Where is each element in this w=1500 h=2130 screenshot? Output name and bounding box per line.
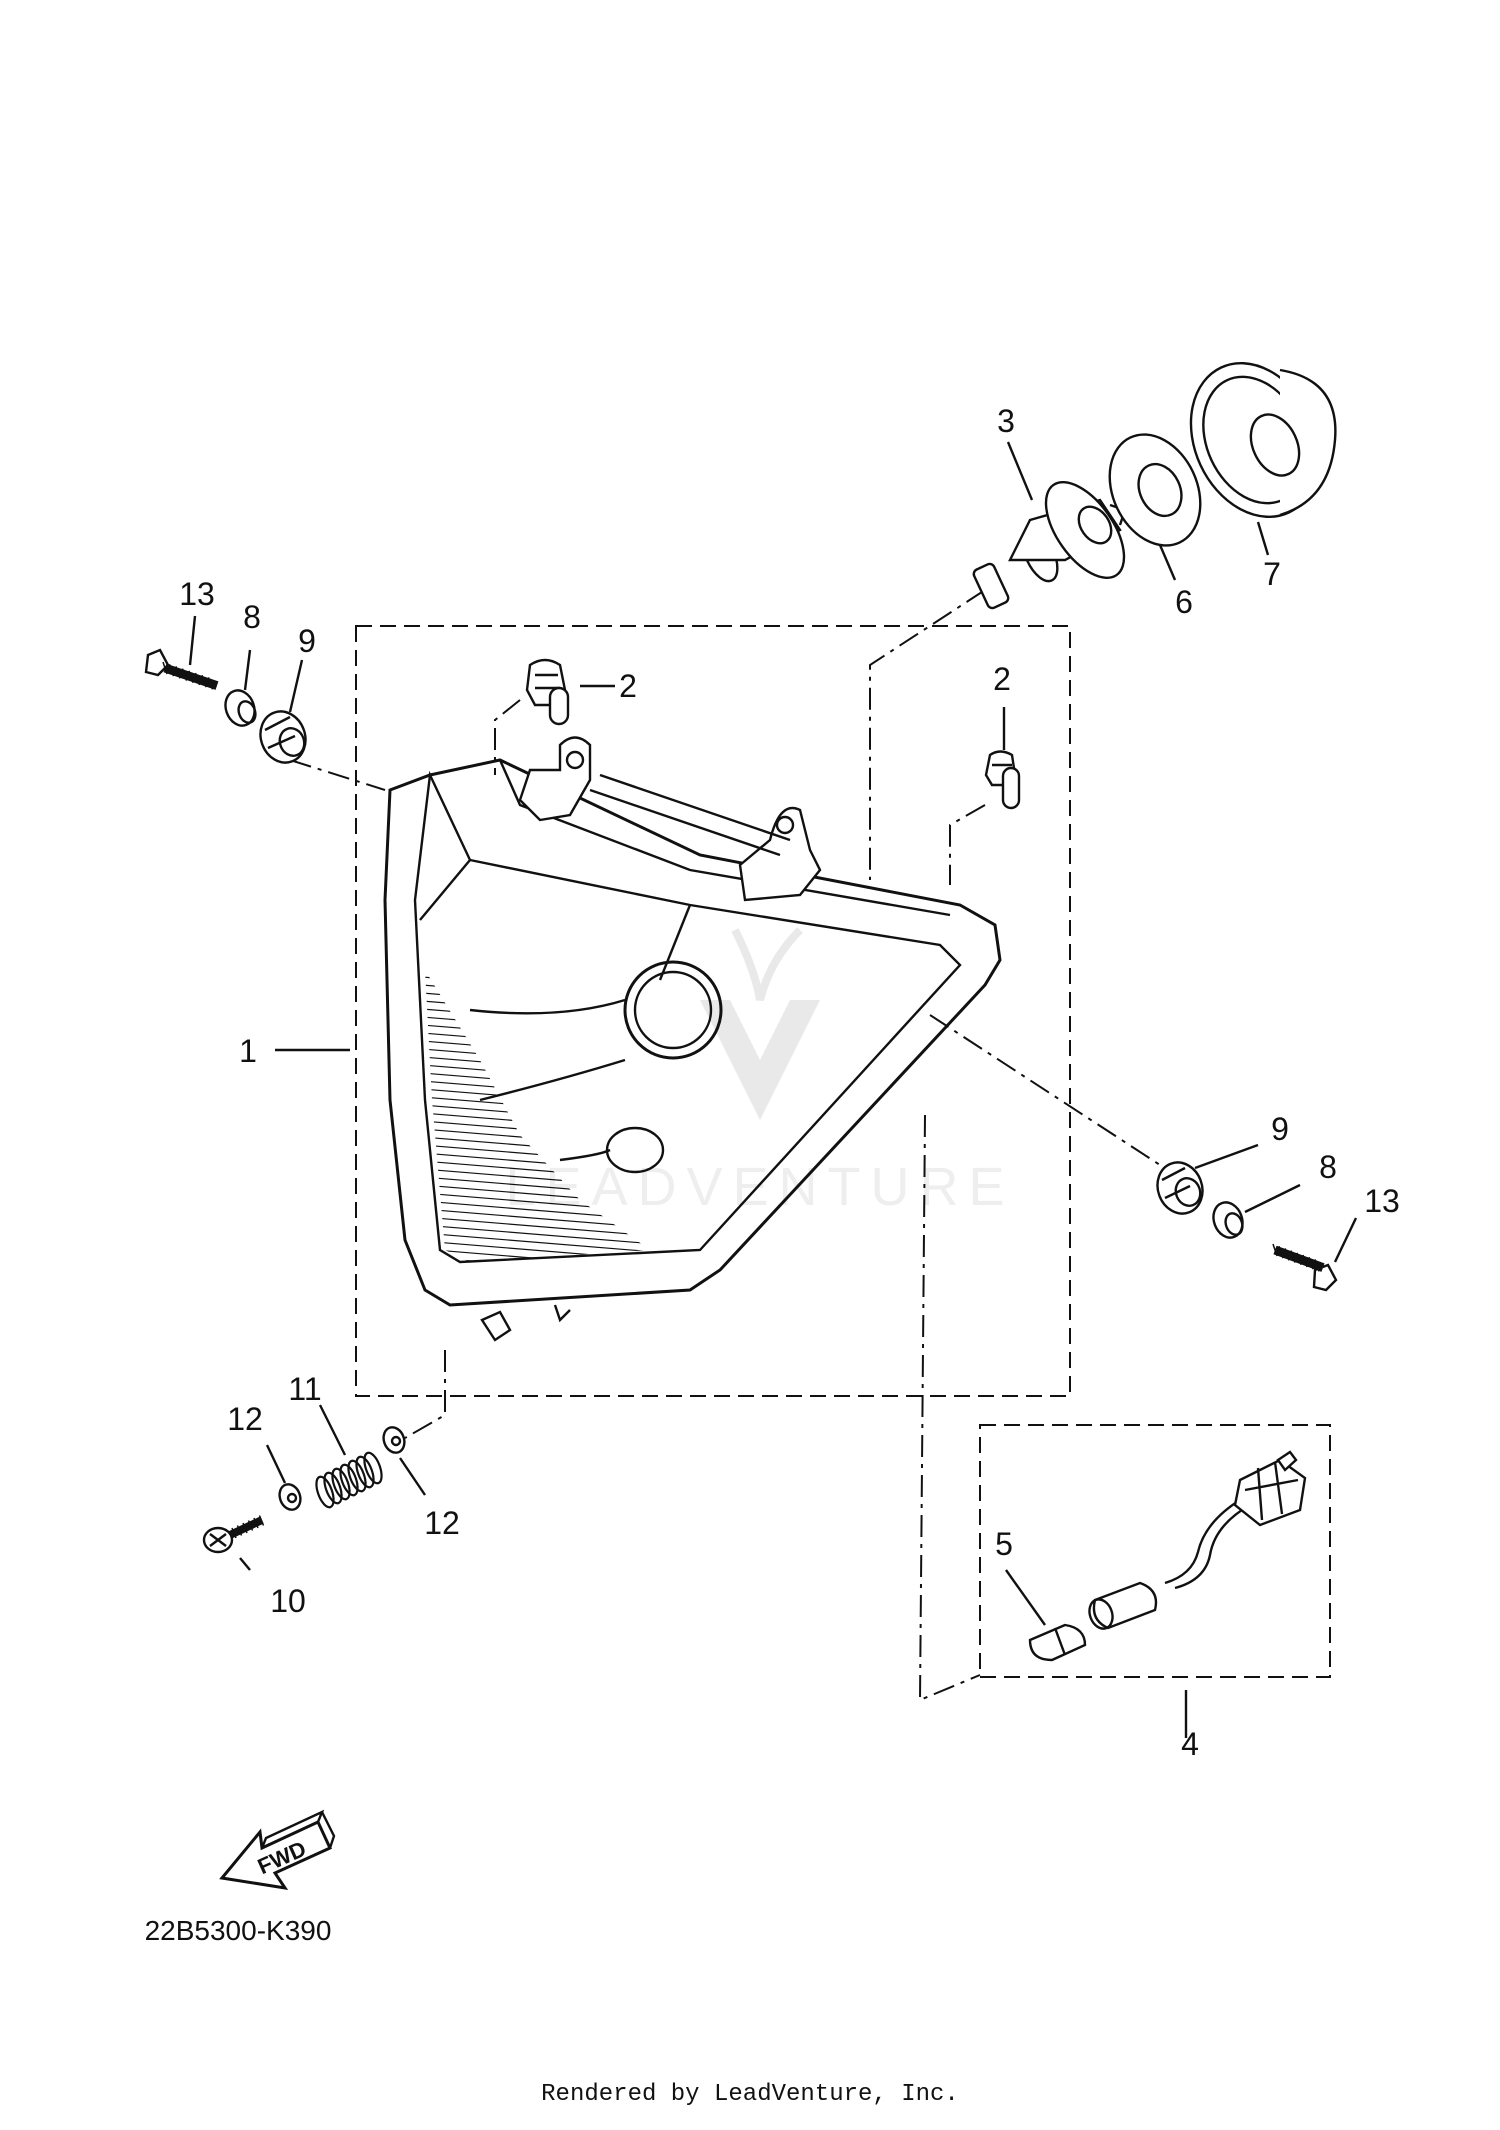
adjust-screw [202, 1515, 265, 1554]
mount-bolt-left [144, 648, 219, 690]
leader-lines [188, 441, 1358, 1738]
headlight-assembly-box [355, 625, 1071, 1397]
callout-5: 5 [995, 1526, 1013, 1562]
spring-coil [347, 1459, 367, 1493]
callout-8-right: 8 [1319, 1149, 1337, 1185]
bolt-thread [1302, 1254, 1308, 1268]
hatch-line [425, 1255, 650, 1262]
bulb-opening [623, 960, 723, 1060]
bolt-thread [1278, 1245, 1284, 1259]
screw-thread [231, 1527, 237, 1539]
hatch-line [425, 1231, 650, 1255]
hatch-line [425, 991, 650, 1015]
bolt-thread [175, 666, 181, 679]
callout-3: 3 [997, 403, 1015, 439]
spring-coil [331, 1467, 351, 1501]
spring-coil [315, 1475, 335, 1509]
bolt-thread [162, 661, 168, 675]
bolt-thread [168, 663, 175, 677]
bulb-seal-ring [1108, 433, 1202, 547]
callout-7: 7 [1263, 556, 1281, 592]
screw-shank [228, 1516, 264, 1539]
watermark-text: LEADVENTURE [505, 1157, 1014, 1217]
adjust-washer-left [278, 1483, 302, 1511]
fwd-arrow-icon: FWD [219, 1809, 336, 1891]
bolt-thread [188, 670, 194, 684]
screw-thread [236, 1525, 243, 1536]
bolt-thread [1314, 1259, 1320, 1272]
adjust-screw-head [480, 1310, 512, 1342]
position-light-bulb [1028, 1623, 1087, 1662]
screw-thread [242, 1522, 248, 1534]
bolt-thread [207, 677, 214, 690]
hatch-line [425, 970, 650, 983]
socket-assembly-box [979, 1424, 1331, 1678]
bolt-thread [1296, 1252, 1302, 1266]
spring-coil [363, 1451, 383, 1485]
callout-8-left: 8 [243, 599, 261, 635]
grommet-left [259, 710, 307, 764]
hatch-line [410, 1264, 680, 1286]
screw-thread [253, 1517, 259, 1529]
headlight-bulb [972, 480, 1127, 610]
spring-coil [355, 1455, 375, 1489]
callout-12-left: 12 [227, 1401, 263, 1437]
bulb-cover [1189, 361, 1337, 519]
callout-4: 4 [1181, 1726, 1199, 1762]
diagram-code: 22B5300-K390 [145, 1915, 332, 1946]
bolt-thread [1272, 1243, 1278, 1257]
hatch-line [425, 970, 650, 991]
callout-9-left: 9 [298, 623, 316, 659]
bolt-thread [1290, 1250, 1296, 1263]
bolt-thread [1308, 1256, 1314, 1270]
footer-credit: Rendered by LeadVenture, Inc. [541, 2081, 959, 2108]
bulb-clip-right [984, 750, 1021, 810]
headlight-housing [383, 736, 1002, 1342]
watermark-logo-icon [700, 1000, 820, 1120]
hatch-line [425, 1223, 650, 1247]
callout-9-right: 9 [1271, 1111, 1289, 1147]
screw-thread [247, 1520, 254, 1531]
mount-bolt-right [1272, 1243, 1338, 1292]
screw-thread [258, 1515, 265, 1526]
watermark-flame-icon [731, 927, 803, 1001]
callout-11: 11 [288, 1371, 321, 1407]
callout-12-right: 12 [424, 1505, 460, 1541]
bolt-thread [1284, 1248, 1290, 1261]
top-mount-bracket-left [518, 736, 592, 822]
callout-10: 10 [270, 1583, 306, 1619]
callout-2-right: 2 [993, 661, 1011, 697]
alignment-lines [289, 589, 1161, 1702]
adjust-washer-right [382, 1426, 406, 1454]
bolt-thread [181, 668, 188, 681]
spring-coil [323, 1471, 343, 1505]
bolt-thread [194, 672, 201, 686]
bulb-clip-top [525, 658, 570, 726]
adjust-spring [315, 1451, 383, 1509]
spring-coil [339, 1463, 359, 1497]
callout-labels: 1 2 2 3 4 5 6 7 8 8 9 9 10 11 12 12 13 1… [179, 403, 1400, 1762]
callout-13-right: 13 [1364, 1183, 1400, 1219]
callout-1: 1 [239, 1033, 257, 1069]
grommet-right [1156, 1161, 1204, 1215]
callout-6: 6 [1175, 584, 1193, 620]
hatch-line [425, 983, 650, 1007]
hatch-line [410, 1272, 680, 1294]
callout-13-left: 13 [179, 576, 215, 612]
position-light-socket [1088, 1450, 1307, 1630]
bolt-thread [201, 674, 207, 688]
watermark: LEADVENTURE [505, 927, 1014, 1217]
reflector-hatching [410, 970, 680, 1294]
collar-left [224, 689, 257, 727]
collar-right [1212, 1201, 1244, 1239]
callout-2-top: 2 [619, 668, 637, 704]
